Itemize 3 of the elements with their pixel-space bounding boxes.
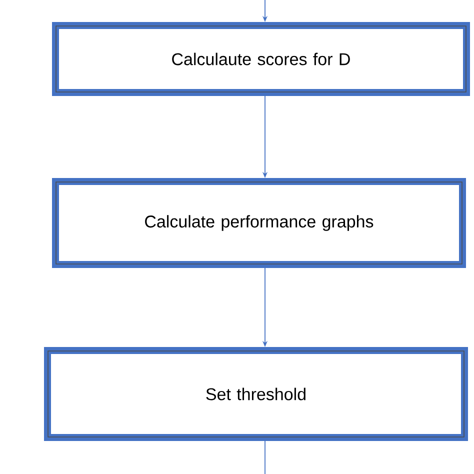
process-box: Calculaute scores for D [52, 22, 470, 96]
process-box: Calculate performance graphs [52, 178, 466, 268]
process-box: Set threshold [44, 347, 468, 441]
